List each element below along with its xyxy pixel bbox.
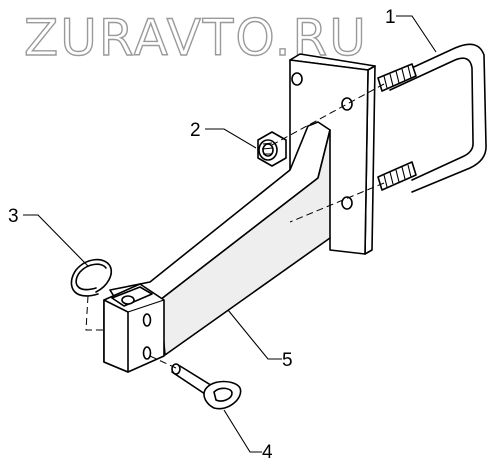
pin-icon <box>171 363 242 410</box>
callout-2: 2 <box>190 120 201 141</box>
callout-3: 3 <box>8 206 19 227</box>
snap-ring-icon <box>70 258 112 297</box>
nut-icon <box>257 131 287 167</box>
watermark: ZURAVTO.RU <box>24 9 368 67</box>
assembly-lines <box>85 83 385 369</box>
u-bolt-icon <box>377 43 487 193</box>
callout-1: 1 <box>385 7 396 28</box>
leader-lines <box>23 15 437 453</box>
bracket-icon <box>103 121 331 373</box>
callout-5: 5 <box>282 350 293 371</box>
callout-4: 4 <box>262 442 273 463</box>
